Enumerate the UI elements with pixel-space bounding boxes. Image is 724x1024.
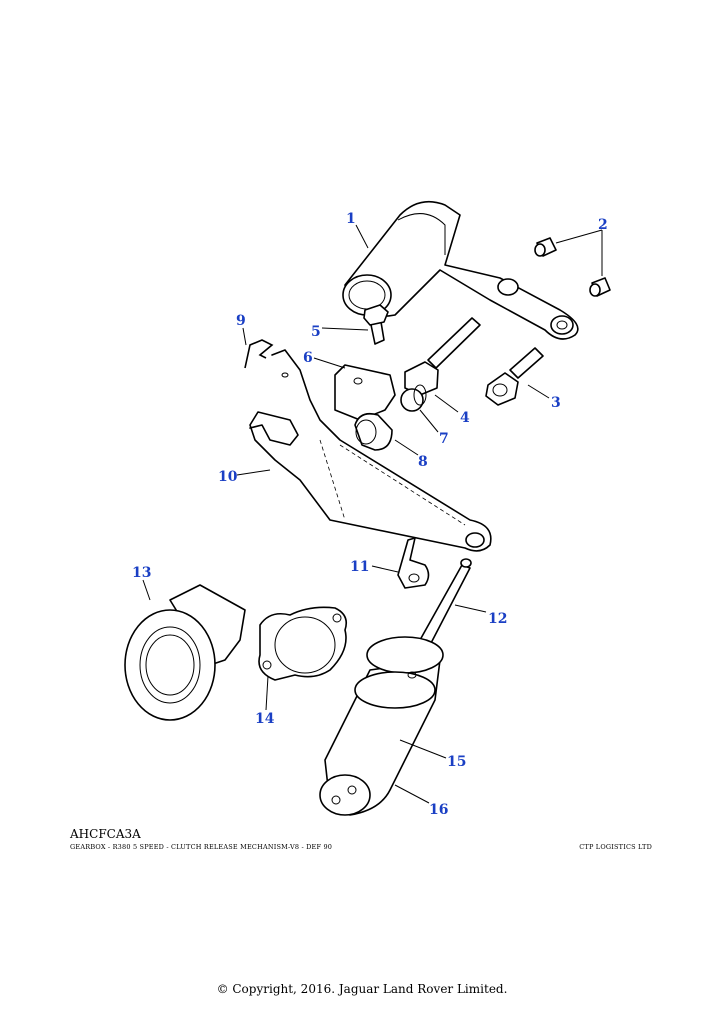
company-name: CTP LOGISTICS LTD [579,843,652,851]
copyright-notice: © Copyright, 2016. Jaguar Land Rover Lim… [216,982,508,996]
callout-11: 11 [350,559,369,575]
callout-14: 14 [255,711,275,727]
part-6-clip [334,364,396,421]
part-3-bolt [485,347,544,406]
illustration-code: AHCFCA3A [70,827,141,841]
callout-10: 10 [218,469,238,485]
part-16-slave-cylinder [319,636,444,816]
callouts: 1 2 3 4 5 6 7 8 9 10 11 12 13 14 15 16 [132,211,608,818]
part-5-screw [363,304,389,345]
part-11-clip [397,537,430,589]
part-4-stud [404,317,481,396]
callout-12: 12 [488,611,507,627]
part-10-release-lever [249,349,492,552]
part-14-gasket [258,606,348,681]
leader-lines [142,224,603,804]
callout-7: 7 [439,431,449,447]
part-2-bushes [534,237,611,297]
callout-15: 15 [447,754,466,770]
part-9-spring-clip [244,339,274,369]
part-8-bush [354,412,393,451]
callout-2: 2 [598,217,608,233]
callout-5: 5 [311,324,321,340]
callout-8: 8 [418,454,428,470]
callout-4: 4 [460,410,470,426]
callout-3: 3 [551,395,561,411]
part-7-ball-pivot [400,384,427,412]
callout-9: 9 [236,313,246,329]
callout-6: 6 [303,350,313,366]
callout-16: 16 [429,802,448,818]
part-13-release-bearing [124,584,246,721]
diagram-description: GEARBOX - R380 5 SPEED - CLUTCH RELEASE … [70,843,333,851]
callout-13: 13 [132,565,151,581]
callout-1: 1 [346,211,356,227]
